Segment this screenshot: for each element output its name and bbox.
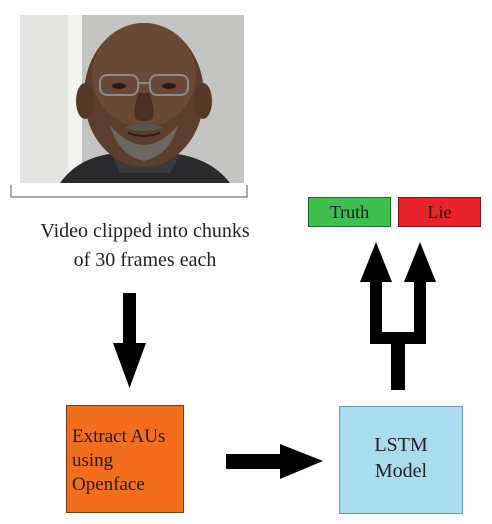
extract-aus-line-2: using [72, 450, 114, 471]
face-portrait [20, 15, 244, 183]
extract-aus-box: Extract AUs using Openface [66, 405, 184, 513]
clip-bracket [10, 185, 248, 198]
caption-line-2: of 30 frames each [73, 249, 217, 271]
lstm-model-line-2: Model [374, 460, 428, 482]
truth-output-box: Truth [308, 197, 391, 227]
caption-line-1: Video clipped into chunks [40, 220, 250, 242]
lie-output-box: Lie [398, 197, 481, 227]
extract-aus-line-1: Extract AUs [72, 426, 166, 447]
forked-up-arrow [360, 242, 436, 390]
right-arrow [226, 444, 323, 479]
extract-aus-line-3: Openface [72, 474, 145, 495]
lstm-model-line-1: LSTM [374, 434, 428, 456]
down-arrow [113, 293, 146, 388]
lstm-model-box: LSTM Model [339, 406, 463, 514]
video-frame-image [20, 15, 244, 183]
